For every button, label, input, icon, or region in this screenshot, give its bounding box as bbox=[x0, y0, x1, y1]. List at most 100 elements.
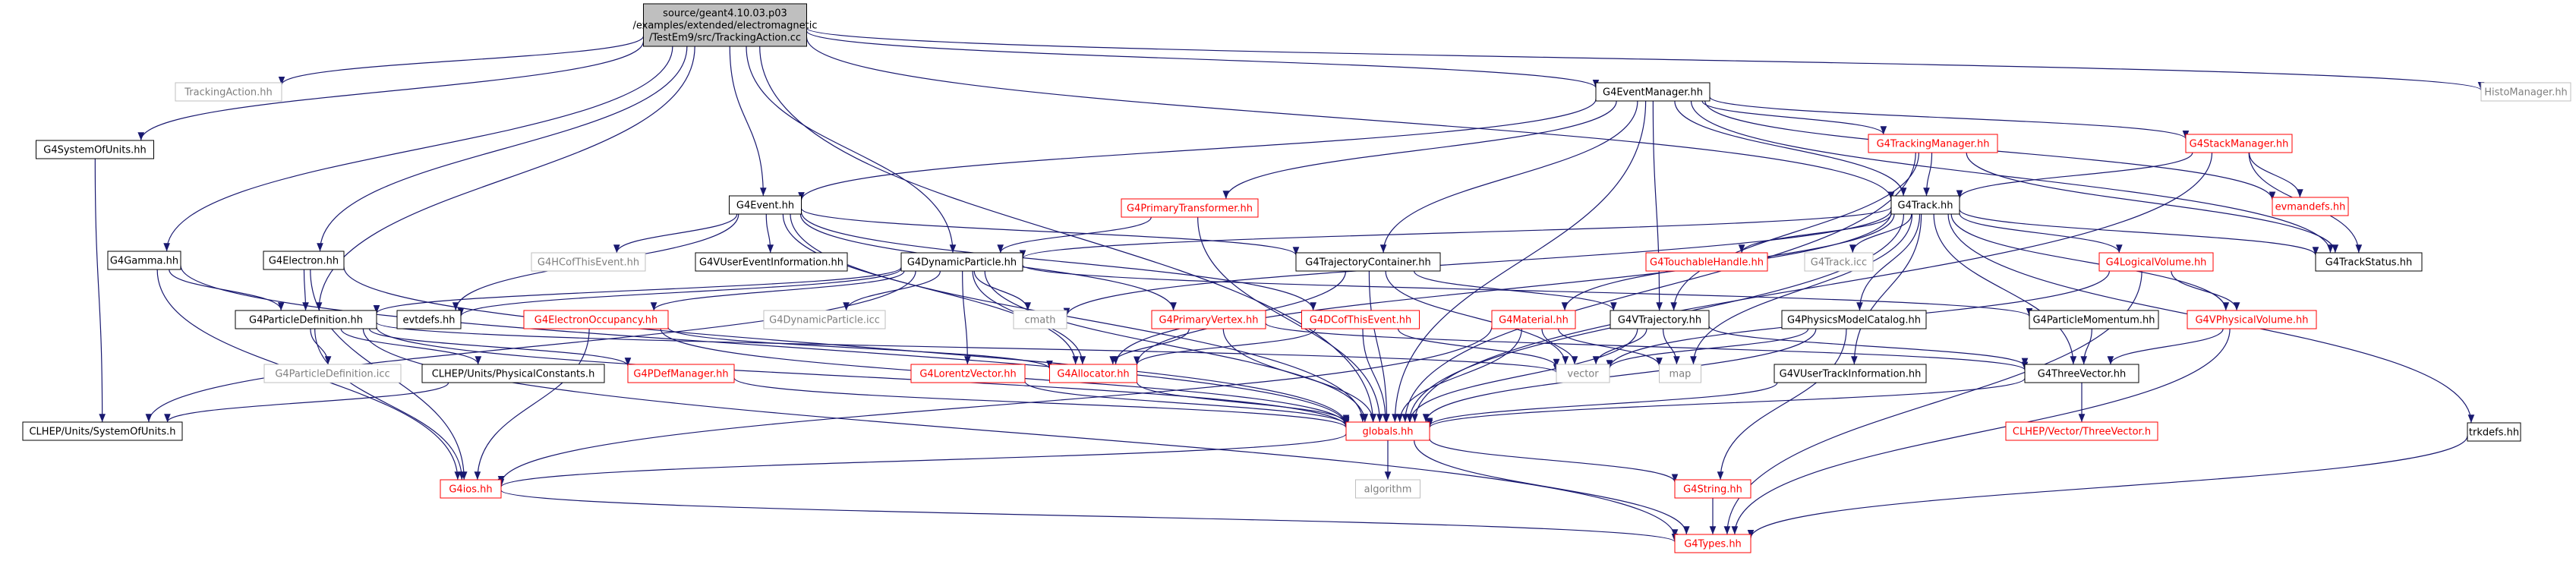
node-g4track-box bbox=[1890, 195, 1960, 215]
node-g4vusereventinformation-label: G4VUserEventInformation.hh bbox=[699, 257, 843, 269]
node-g4trackstatus[interactable]: G4TrackStatus.hh bbox=[2315, 252, 2423, 272]
node-g4ios[interactable]: G4ios.hh bbox=[440, 479, 502, 499]
edge-g4event-to-g4vusereventinformation bbox=[765, 213, 774, 254]
edge-g4dynamicparticle-to-g4particledefinition bbox=[373, 266, 902, 314]
node-g4particledefinitionicc[interactable]: G4ParticleDefinition.icc bbox=[263, 364, 402, 383]
node-g4hcofthisevent[interactable]: G4HCofThisEvent.hh bbox=[531, 252, 646, 272]
node-trkdefs-box bbox=[2467, 422, 2521, 442]
node-g4pdefmanager-label: G4PDefManager.hh bbox=[633, 369, 728, 380]
node-trkdefs[interactable]: trkdefs.hh bbox=[2467, 422, 2521, 442]
node-root[interactable]: source/geant4.10.03.p03/examples/extende… bbox=[632, 3, 818, 47]
node-g4lorentzvector[interactable]: G4LorentzVector.hh bbox=[910, 364, 1026, 383]
node-g4tracktcc[interactable]: G4Track.icc bbox=[1804, 252, 1874, 272]
node-g4event[interactable]: G4Event.hh bbox=[729, 195, 802, 215]
node-trackingaction[interactable]: TrackingAction.hh bbox=[175, 82, 282, 102]
edge-g4electronoccupancy-to-g4allocator bbox=[667, 326, 1053, 370]
node-g4logicalvolume[interactable]: G4LogicalVolume.hh bbox=[2098, 252, 2214, 272]
node-g4vusereventinformation-box bbox=[695, 252, 848, 272]
node-root-label: /TestEm9/src/TrackingAction.cc bbox=[649, 33, 801, 44]
node-map[interactable]: map bbox=[1659, 364, 1701, 383]
node-g4particlemomentum[interactable]: G4ParticleMomentum.hh bbox=[2029, 310, 2159, 329]
edge-g4track-to-g4threevector bbox=[1933, 213, 2077, 365]
edge-g4eventmanager-to-g4vtrajectory bbox=[1652, 100, 1663, 311]
node-g4tracktcc-box bbox=[1804, 252, 1874, 272]
node-g4dcofthisevent-box bbox=[1301, 310, 1420, 329]
node-g4gamma[interactable]: G4Gamma.hh bbox=[107, 251, 181, 270]
node-g4trackingmanager[interactable]: G4TrackingManager.hh bbox=[1868, 134, 1998, 153]
node-g4particledefinition[interactable]: G4ParticleDefinition.hh bbox=[235, 310, 377, 329]
edge-g4trajectorycontainer-to-vector bbox=[1385, 270, 1569, 365]
node-g4logicalvolume-box bbox=[2098, 252, 2214, 272]
node-vector[interactable]: vector bbox=[1556, 364, 1610, 383]
node-g4eventmanager[interactable]: G4EventManager.hh bbox=[1595, 82, 1711, 102]
node-g4gamma-box bbox=[107, 251, 181, 270]
edge-root-to-histomanager bbox=[806, 27, 2484, 91]
node-g4vusereventinformation[interactable]: G4VUserEventInformation.hh bbox=[695, 252, 848, 272]
node-g4vtrajectory[interactable]: G4VTrajectory.hh bbox=[1610, 310, 1710, 329]
edge-root-to-g4systemofunits bbox=[137, 41, 645, 141]
node-g4trajectorycontainer-box bbox=[1295, 252, 1441, 272]
edge-g4trackingmanager-to-g4trackstatus bbox=[1966, 152, 2339, 254]
edge-g4vtrajectory-to-map bbox=[1662, 328, 1680, 365]
edge-g4physicsmodelcatalog-to-globals bbox=[1422, 328, 1817, 423]
node-g4primarytransformer[interactable]: G4PrimaryTransformer.hh bbox=[1121, 198, 1259, 218]
edge-g4track-to-g4physicsmodelcatalog bbox=[1856, 213, 1921, 311]
node-g4dynamicparticleicc[interactable]: G4DynamicParticle.icc bbox=[763, 310, 886, 329]
node-g4touchablehandle-label: G4TouchableHandle.hh bbox=[1650, 257, 1764, 269]
node-g4primaryvertex[interactable]: G4PrimaryVertex.hh bbox=[1151, 310, 1266, 329]
edge-g4dynamicparticle-to-g4dynamicparticleicc bbox=[843, 270, 941, 311]
node-cmath-box bbox=[1013, 310, 1067, 329]
edge-g4dynamicparticle-to-g4electronoccupancy bbox=[650, 270, 905, 311]
node-trackingaction-box bbox=[175, 82, 282, 102]
node-g4dcofthisevent[interactable]: G4DCofThisEvent.hh bbox=[1301, 310, 1420, 329]
node-clhepthreevector[interactable]: CLHEP/Vector/ThreeVector.h bbox=[2005, 421, 2158, 441]
edge-g4eventmanager-to-g4track bbox=[1674, 100, 1907, 197]
node-g4electron[interactable]: G4Electron.hh bbox=[263, 251, 345, 270]
node-g4tracktcc-label: G4Track.icc bbox=[1811, 257, 1867, 269]
node-g4evmandefs[interactable]: evmandefs.hh bbox=[2272, 197, 2349, 216]
edge-root-to-g4event bbox=[729, 46, 767, 197]
node-g4trajectorycontainer[interactable]: G4TrajectoryContainer.hh bbox=[1295, 252, 1441, 272]
node-g4primaryvertex-box bbox=[1151, 310, 1266, 329]
edge-g4material-to-g4ios bbox=[497, 326, 1493, 484]
node-cmath[interactable]: cmath bbox=[1013, 310, 1067, 329]
edge-g4dynamicparticle-to-globals bbox=[984, 270, 1369, 423]
edge-g4physicsmodelcatalog-to-g4string bbox=[1717, 328, 1847, 481]
node-g4systemofunits[interactable]: G4SystemOfUnits.hh bbox=[36, 140, 154, 159]
node-g4dynamicparticle[interactable]: G4DynamicParticle.hh bbox=[900, 252, 1023, 272]
node-g4vusertrackinformation-box bbox=[1774, 364, 1927, 383]
node-g4vusertrackinformation[interactable]: G4VUserTrackInformation.hh bbox=[1774, 364, 1927, 383]
node-g4allocator[interactable]: G4Allocator.hh bbox=[1049, 364, 1137, 383]
node-g4vphysicalvolume[interactable]: G4VPhysicalVolume.hh bbox=[2187, 310, 2317, 329]
node-g4dynamicparticle-box bbox=[900, 252, 1023, 272]
node-evtdefs[interactable]: evtdefs.hh bbox=[396, 310, 462, 329]
node-algorithm[interactable]: algorithm bbox=[1355, 479, 1420, 499]
node-g4trackingmanager-box bbox=[1868, 134, 1998, 153]
node-vector-box bbox=[1556, 364, 1610, 383]
node-g4threevector[interactable]: G4ThreeVector.hh bbox=[2024, 364, 2139, 383]
node-g4physicsmodelcatalog[interactable]: G4PhysicsModelCatalog.hh bbox=[1781, 310, 1927, 329]
node-globals[interactable]: globals.hh bbox=[1345, 421, 1430, 441]
edge-g4trackingmanager-to-g4track bbox=[1923, 152, 1933, 197]
node-root-label: /examples/extended/electromagnetic bbox=[632, 20, 817, 32]
edge-g4dcofthisevent-to-g4allocator bbox=[1134, 328, 1316, 365]
node-g4touchablehandle[interactable]: G4TouchableHandle.hh bbox=[1645, 252, 1768, 272]
edge-g4eventmanager-to-g4trajectorycontainer bbox=[1379, 100, 1638, 254]
node-g4track[interactable]: G4Track.hh bbox=[1890, 195, 1960, 215]
node-g4stackmanager[interactable]: G4StackManager.hh bbox=[2185, 134, 2293, 153]
edge-g4primaryvertex-to-g4threevector bbox=[1265, 323, 2028, 370]
node-g4ios-box bbox=[440, 479, 502, 499]
node-g4string[interactable]: G4String.hh bbox=[1674, 479, 1751, 499]
node-g4particledefinition-box bbox=[235, 310, 377, 329]
node-g4electronoccupancy[interactable]: G4ElectronOccupancy.hh bbox=[523, 310, 669, 329]
node-systemofunits[interactable]: CLHEP/Units/SystemOfUnits.h bbox=[22, 421, 183, 441]
node-g4hcofthisevent-label: G4HCofThisEvent.hh bbox=[538, 257, 639, 269]
node-g4logicalvolume-label: G4LogicalVolume.hh bbox=[2106, 257, 2207, 269]
node-g4types[interactable]: G4Types.hh bbox=[1674, 534, 1751, 553]
edge-root-to-g4electron bbox=[317, 46, 688, 252]
node-physicalconstants[interactable]: CLHEP/Units/PhysicalConstants.h bbox=[421, 364, 605, 383]
node-histomanager[interactable]: HistoManager.hh bbox=[2480, 82, 2571, 102]
edge-root-to-g4track bbox=[806, 37, 1895, 200]
node-g4material[interactable]: G4Material.hh bbox=[1491, 310, 1576, 329]
node-g4pdefmanager[interactable]: G4PDefManager.hh bbox=[627, 364, 735, 383]
